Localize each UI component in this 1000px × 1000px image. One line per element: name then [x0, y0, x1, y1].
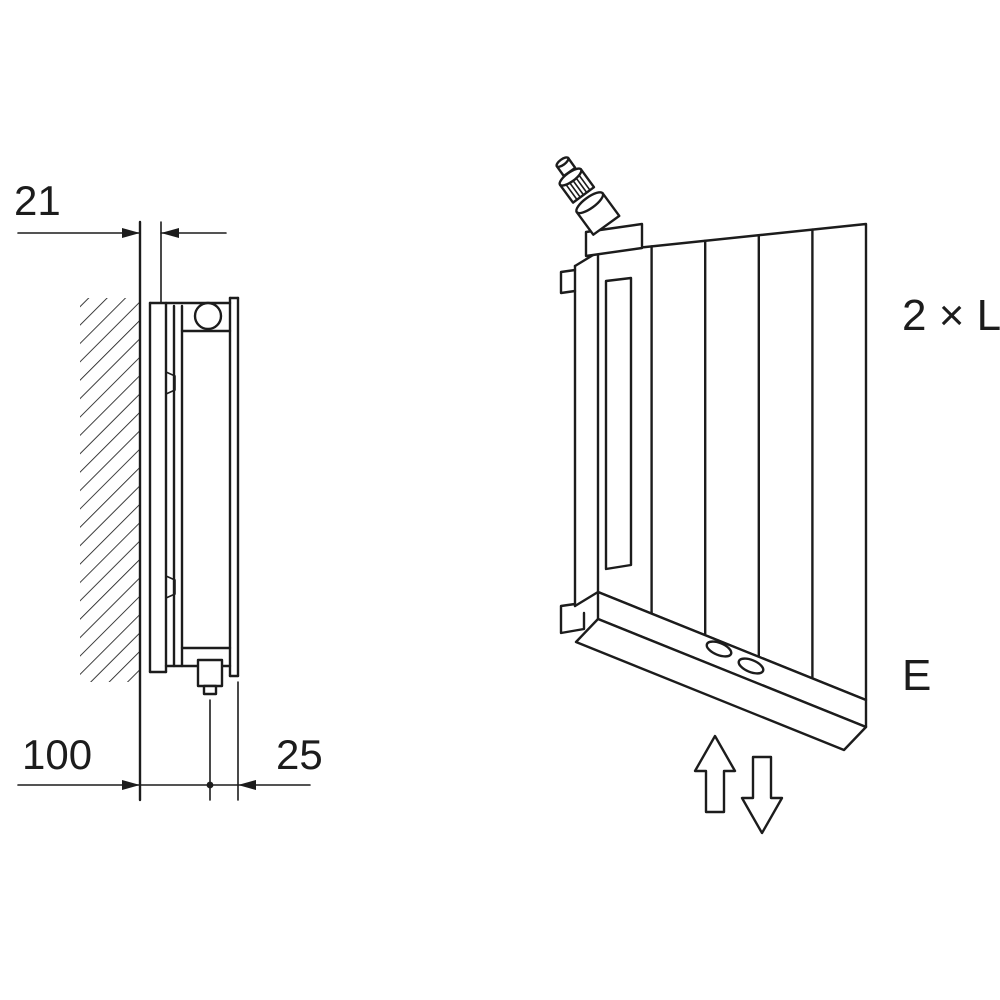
upper-wall-bracket: [559, 268, 577, 295]
flow-arrows: [693, 734, 784, 835]
label-e: E: [902, 651, 931, 700]
valve-collar-top: [575, 191, 605, 215]
wall-hatching: [80, 298, 140, 682]
bottom-left-connector: [573, 590, 600, 608]
lower-wall-bracket: [559, 602, 586, 635]
base-hole-2: [737, 657, 765, 675]
bottom-valve-box: [196, 658, 224, 688]
dim-chain-dot-icon: [206, 781, 214, 789]
base-hole-1: [705, 640, 733, 658]
down-arrow-icon: [740, 755, 784, 835]
dim-21: 21: [14, 177, 227, 304]
valve-mounting-block: [584, 222, 644, 258]
dim-21-arrow-left-icon: [161, 228, 179, 238]
dim-21-arrow-right-icon: [122, 228, 140, 238]
side-channel: [604, 276, 633, 571]
label-2xl: 2 × L: [902, 291, 1000, 340]
side-view: 21: [14, 177, 323, 802]
dim-bottom: 100 25: [17, 681, 323, 801]
panel-division-lines: [650, 228, 814, 680]
drain-stub: [202, 684, 218, 696]
dim-100-text: 100: [22, 731, 92, 778]
valve-stub-top: [555, 156, 570, 168]
radiator-side-profile: [148, 296, 240, 696]
perspective-view: 2 × L E: [555, 156, 1000, 835]
valve-assembly: [555, 156, 644, 258]
air-vent-knob: [193, 301, 223, 331]
base-lip: [574, 617, 868, 752]
base-assembly: [574, 590, 868, 752]
left-side-structure: [559, 250, 600, 635]
dim-21-text: 21: [14, 177, 61, 224]
dim-100-arrow-icon: [122, 780, 140, 790]
up-arrow-icon: [693, 734, 737, 814]
dim-25-text: 25: [276, 731, 323, 778]
dim-25-arrow-icon: [238, 780, 256, 790]
